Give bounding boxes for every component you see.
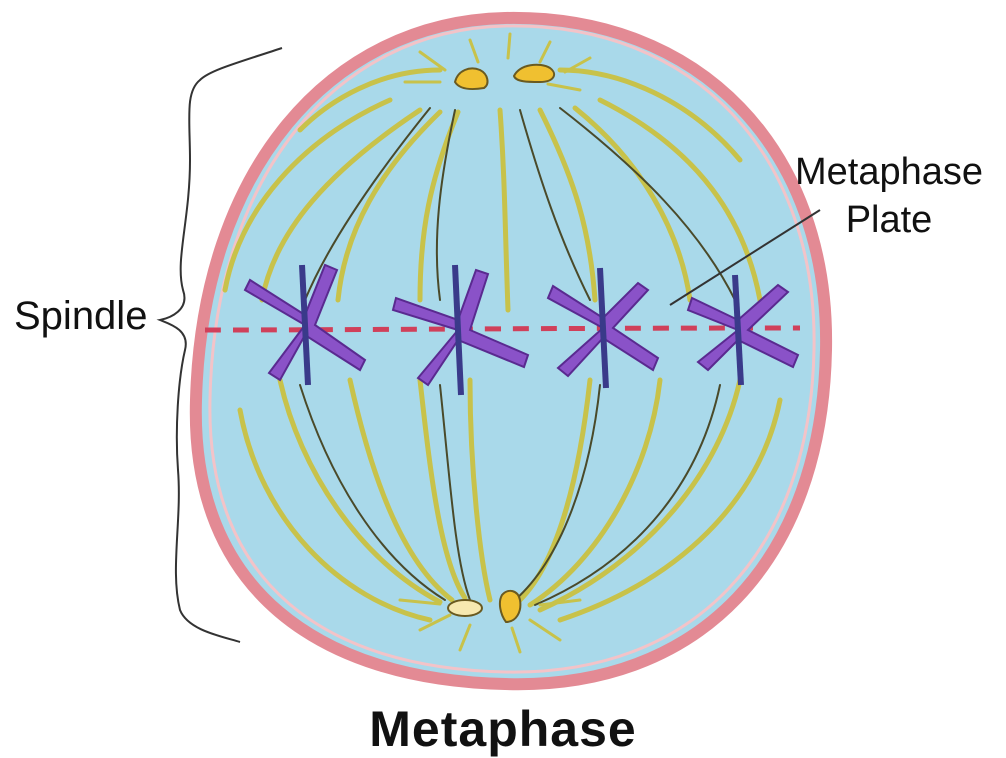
centrosome-bottom-left [448,600,482,616]
centrosome-bottom-right [500,591,520,622]
spindle-label: Spindle [14,296,147,336]
diagram-caption: Metaphase [0,700,1006,758]
metaphase-plate-label-line1: Metaphase [795,148,983,196]
metaphase-plate-label: Metaphase Plate [795,148,983,244]
metaphase-plate-label-line2: Plate [795,196,983,244]
